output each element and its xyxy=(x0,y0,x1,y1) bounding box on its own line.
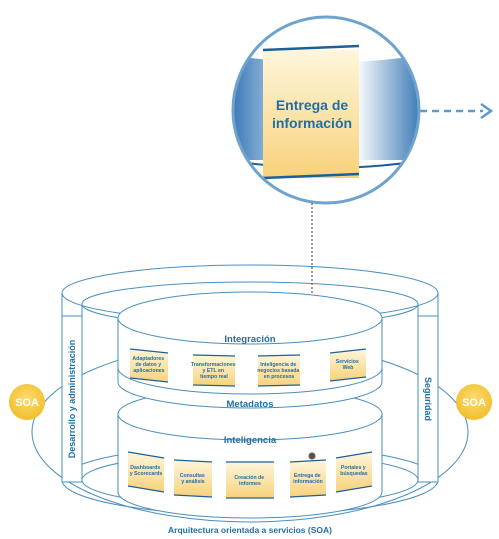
intelligence-card-3-line2: informes xyxy=(239,481,261,487)
intelligence-card-2-line2: y análisis xyxy=(181,479,204,485)
footer-caption: Arquitectura orientada a servicios (SOA) xyxy=(168,525,332,535)
svg-text:Entrega de información: Entrega de información xyxy=(293,473,323,485)
integration-card-2-line2: y ETL en xyxy=(203,368,225,374)
integration-card-2: Transformaciones y ETL en tiempo real xyxy=(191,354,237,387)
zoom-label-line1: Entrega de xyxy=(276,97,349,113)
svg-text:Servicios Web: Servicios Web xyxy=(336,359,361,371)
soa-badge-right: SOA xyxy=(456,384,492,420)
zoom-label-line2: información xyxy=(272,115,352,131)
intelligence-card-4: Entrega de información xyxy=(289,459,327,498)
intelligence-card-1-line1: Dashboards xyxy=(130,465,160,471)
svg-text:Inteligencia de negocios: Inteligencia de negocios basada en proce… xyxy=(257,362,301,380)
intelligence-card-4-line2: información xyxy=(293,479,323,485)
soa-badge-left-label: SOA xyxy=(15,397,39,409)
layer-label-intelligence: Inteligencia xyxy=(224,435,277,446)
intelligence-card-2: Consultas y análisis xyxy=(173,459,213,498)
integration-card-3-line2: negocios basada xyxy=(257,368,299,374)
integration-card-4-line1: Servicios xyxy=(336,359,359,365)
intelligence-card-5-line2: búsquedas xyxy=(340,471,367,477)
connector-dot xyxy=(308,452,316,460)
intelligence-card-1: Dashboards y Scorecards xyxy=(127,451,165,493)
svg-text:Adaptadores de datos y: Adaptadores de datos y aplicaciones xyxy=(132,356,165,374)
arrow-right-icon xyxy=(420,102,494,120)
svg-text:Dashboards y Scorecards: Dashboards y Scorecards xyxy=(130,465,163,477)
integration-card-1-line3: aplicaciones xyxy=(133,368,164,374)
svg-text:Portales y búsquedas: Portales y búsquedas xyxy=(340,465,367,477)
side-label-security: Seguridad xyxy=(423,377,433,421)
intelligence-card-3: Creación de informes xyxy=(226,461,274,499)
svg-text:Consultas y análisis: Consultas y análisis xyxy=(180,473,207,485)
zoom-card xyxy=(263,50,359,178)
soa-badge-left: SOA xyxy=(9,384,45,420)
integration-card-3-line1: Inteligencia de xyxy=(260,362,296,368)
soa-badge-right-label: SOA xyxy=(462,397,486,409)
layer-label-integration: Integración xyxy=(224,334,275,345)
intelligence-card-5-line1: Portales y xyxy=(341,465,366,471)
zoom-magnifier: Entrega de información xyxy=(231,15,494,205)
svg-text:Creación de informes: Creación de informes xyxy=(234,475,265,487)
integration-card-4-line2: Web xyxy=(343,365,354,371)
intelligence-card-1-line2: y Scorecards xyxy=(130,471,163,477)
integration-card-2-line1: Transformaciones xyxy=(191,362,236,368)
intelligence-card-4-line1: Entrega de xyxy=(294,473,321,479)
intelligence-card-3-line1: Creación de xyxy=(234,475,264,481)
intelligence-card-2-line1: Consultas xyxy=(180,473,205,479)
side-label-development: Desarrollo y administración xyxy=(67,340,77,459)
integration-card-1-line1: Adaptadores xyxy=(132,356,164,362)
integration-card-1: Adaptadores de datos y aplicaciones xyxy=(129,348,169,383)
integration-card-2-line3: tiempo real xyxy=(200,374,228,380)
intelligence-card-5: Portales y búsquedas xyxy=(335,451,373,493)
svg-text:Transformaciones y ETL e: Transformaciones y ETL en tiempo real xyxy=(191,362,237,380)
integration-card-4: Servicios Web xyxy=(329,348,367,382)
layer-label-metadata: Metadatos xyxy=(227,399,274,410)
tier-top xyxy=(117,291,383,395)
integration-card-3-line3: en procesos xyxy=(264,374,295,380)
integration-card-1-line2: de datos y xyxy=(135,362,161,368)
integration-card-3: Inteligencia de negocios basada en proce… xyxy=(257,354,301,387)
